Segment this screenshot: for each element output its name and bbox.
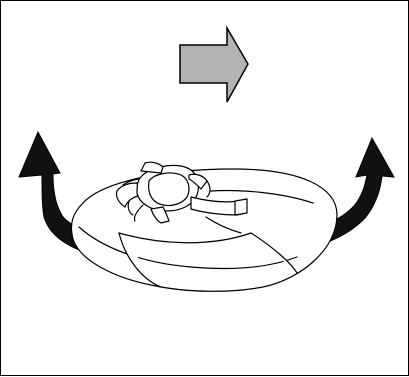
- curved-arrow-up-right-icon: [292, 136, 395, 254]
- flotation-ring-illustration: [70, 161, 338, 292]
- curved-arrow-up-left-icon: [18, 130, 110, 258]
- right-arrow-icon: [179, 25, 249, 103]
